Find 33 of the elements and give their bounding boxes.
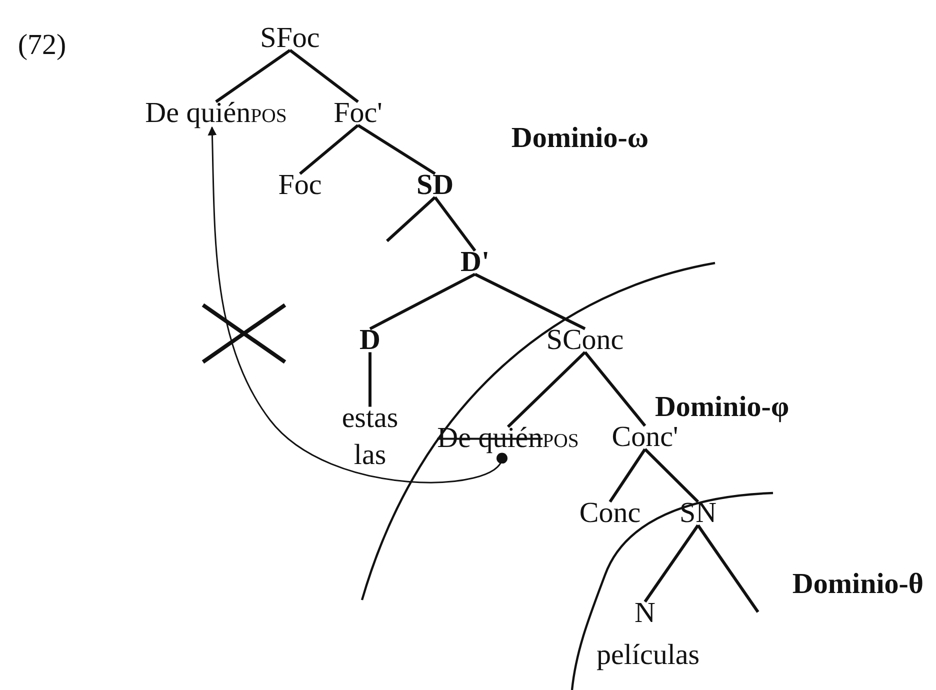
tree-branch-line <box>584 351 646 427</box>
tree-branch-line <box>369 272 476 330</box>
tree-branch-line <box>386 196 436 242</box>
tree-branch-line <box>608 448 646 503</box>
movement-arrow <box>208 126 508 484</box>
tree-branch-line <box>299 124 359 175</box>
tree-branch-line <box>644 448 700 503</box>
tree-node-label: Foc <box>278 170 322 200</box>
tree-branch-line <box>474 272 586 330</box>
tree-node-label: N <box>634 598 656 628</box>
tree-branch-line <box>506 351 586 428</box>
domain-label: Dominio-θ <box>792 568 924 600</box>
tree-branch-line <box>696 524 760 613</box>
tree-branch-line <box>434 196 476 252</box>
tree-node-label: D <box>360 324 380 356</box>
domain-label: Dominio-φ <box>654 392 790 422</box>
tree-node-label: las <box>354 440 386 470</box>
tree-branch-line <box>289 49 359 103</box>
tree-node-label: Conc <box>579 498 641 528</box>
tree-branch-line <box>644 524 700 603</box>
tree-branch-line <box>215 48 291 104</box>
tree-node-label: D' <box>460 246 490 278</box>
tree-node-label: Conc' <box>612 422 678 452</box>
tree-node-label: SConc <box>546 324 624 356</box>
tree-branch-line <box>357 124 436 176</box>
tree-node-label: SFoc <box>260 22 320 54</box>
tree-node-label: Foc' <box>334 98 382 128</box>
tree-node-label: SD <box>416 170 454 200</box>
tree-node-label: estas <box>342 402 398 434</box>
tree-node-label: películas <box>596 640 700 670</box>
tree-branch-line <box>368 352 372 407</box>
example-number: (72) <box>18 30 66 60</box>
domain-label: Dominio-ω <box>511 122 649 154</box>
